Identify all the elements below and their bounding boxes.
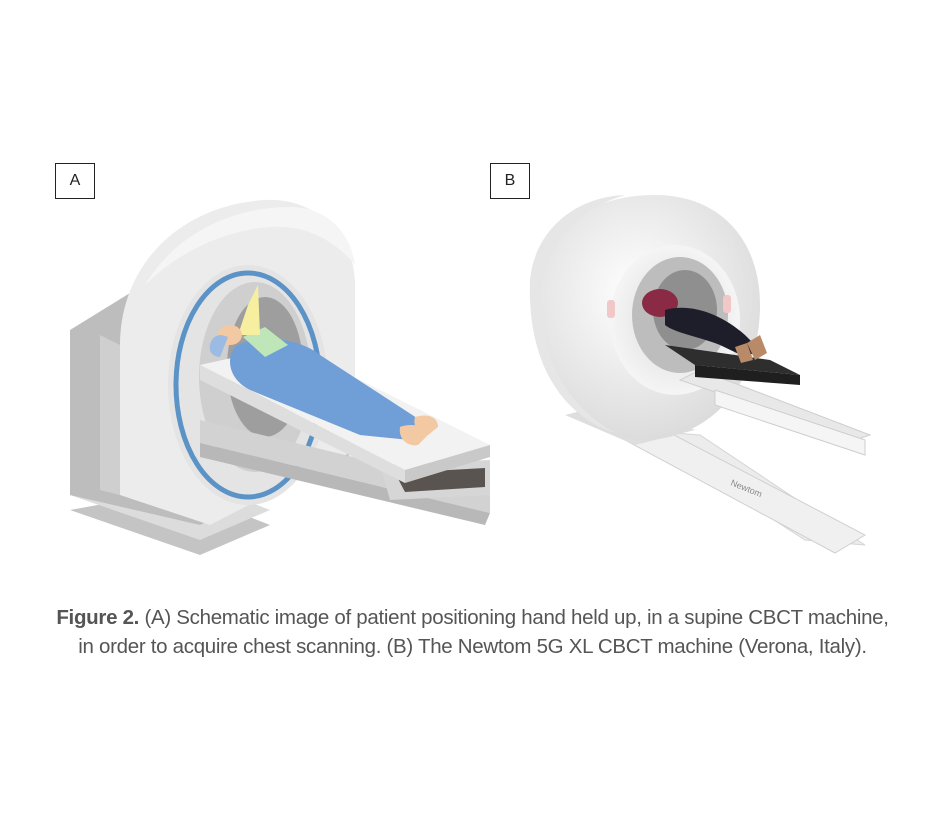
caption-line-1: Figure 2. (A) Schematic image of patient… — [0, 603, 945, 632]
schematic-cbct-illustration — [70, 199, 490, 555]
newtom-machine-illustration: Newtom — [529, 195, 872, 554]
figure-caption: Figure 2. (A) Schematic image of patient… — [0, 603, 945, 661]
figure-number: Figure 2. — [56, 606, 140, 629]
panel-label-a: A — [55, 163, 95, 199]
caption-text-1: (A) Schematic image of patient positioni… — [139, 606, 889, 629]
panel-label-b: B — [490, 163, 530, 199]
caption-line-2: in order to acquire chest scanning. (B) … — [78, 635, 867, 658]
